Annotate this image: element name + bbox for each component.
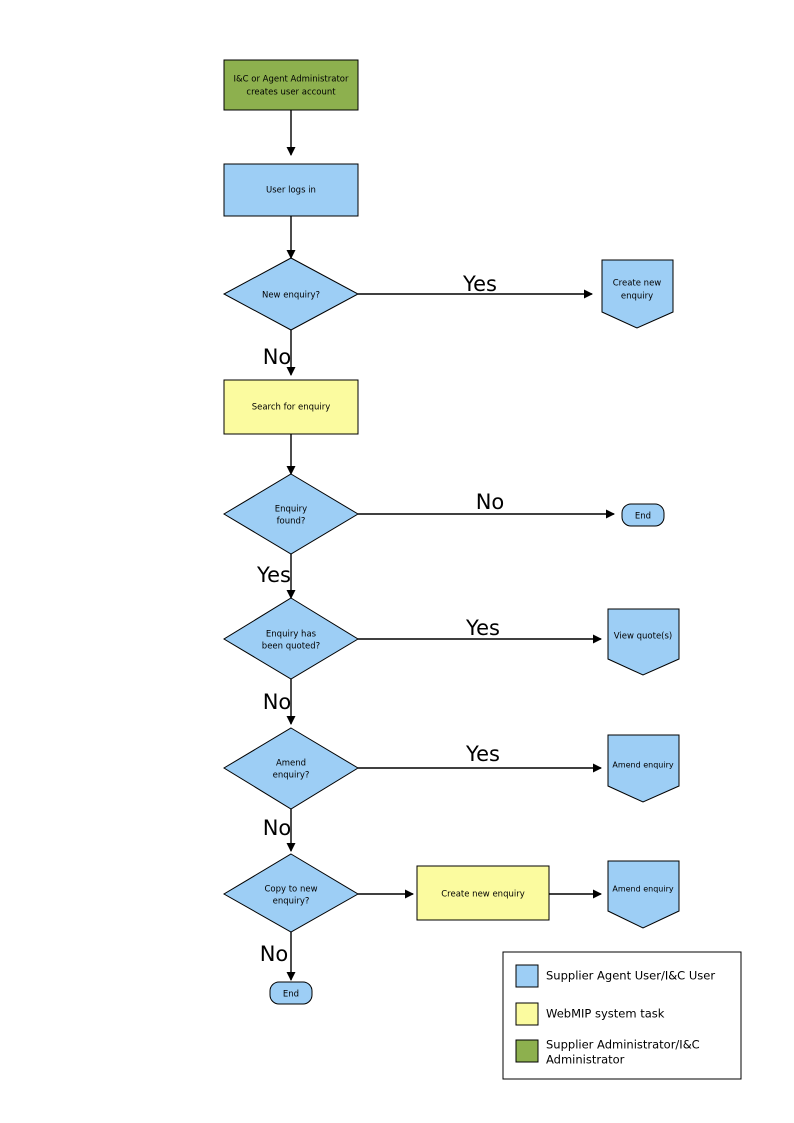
amend-enquiry-mid-shape	[607, 734, 680, 803]
search-for-enquiry-shape	[223, 379, 359, 435]
view-quotes-shape	[607, 608, 680, 676]
search-for-enquiry-label: Search for enquiry	[252, 403, 331, 413]
enquiry-found-question-label-2: found?	[277, 517, 306, 527]
end-copy-shape	[269, 981, 313, 1005]
amend-enquiry-bottom-label: Amend enquiry	[612, 885, 674, 894]
amend-enquiry-question-label-2: enquiry?	[273, 771, 310, 781]
node-create-new-enquiry-top[interactable]: Create new enquiry	[601, 259, 674, 329]
node-enquiry-quoted-question[interactable]: Enquiry has been quoted?	[223, 597, 359, 680]
legend-swatch-supplier-agent-user	[515, 964, 539, 988]
legend-label-supplier-administrator-2: Administrator	[546, 1053, 625, 1067]
node-end-not-found[interactable]: End	[621, 503, 665, 527]
end-not-found-shape	[621, 503, 665, 527]
new-enquiry-question-shape	[222, 257, 360, 331]
create-new-enquiry-top-label-2: enquiry	[621, 292, 653, 302]
node-search-for-enquiry[interactable]: Search for enquiry	[223, 379, 359, 435]
edge-label-enquiry-found-yes: Yes	[256, 563, 291, 587]
user-logs-in-label: User logs in	[266, 186, 316, 196]
edge-label-new-enquiry-yes: Yes	[462, 272, 497, 296]
amend-enquiry-bottom-shape	[607, 860, 680, 929]
amend-enquiry-question-shape	[223, 727, 359, 810]
legend-swatch-supplier-administrator	[515, 1039, 539, 1063]
edge-label-quoted-no: No	[263, 690, 292, 714]
copy-to-new-enquiry-question-label-1: Copy to new	[264, 885, 317, 895]
node-enquiry-found-question[interactable]: Enquiry found?	[223, 473, 359, 555]
admin-creates-account-shape	[223, 59, 359, 111]
view-quotes-label: View quote(s)	[614, 632, 672, 642]
edge-label-enquiry-found-no: No	[476, 490, 505, 514]
node-end-copy[interactable]: End	[269, 981, 313, 1005]
node-copy-to-new-enquiry-question[interactable]: Copy to new enquiry?	[223, 853, 359, 933]
admin-creates-account-label-1: I&C or Agent Administrator	[234, 75, 349, 85]
copy-to-new-enquiry-question-shape	[223, 853, 359, 933]
legend-label-supplier-agent-user: Supplier Agent User/I&C User	[546, 969, 715, 983]
node-user-logs-in[interactable]: User logs in	[223, 163, 359, 217]
edges	[286, 110, 615, 981]
enquiry-quoted-question-label-2: been quoted?	[262, 642, 320, 652]
user-logs-in-shape	[223, 163, 359, 217]
enquiry-found-question-label-1: Enquiry	[275, 505, 307, 515]
create-new-enquiry-top-label-1: Create new	[613, 279, 662, 289]
new-enquiry-question-label: New enquiry?	[262, 291, 320, 301]
edge-label-amend-no: No	[263, 816, 292, 840]
create-new-enquiry-top-shape	[601, 259, 674, 329]
node-admin-creates-account[interactable]: I&C or Agent Administrator creates user …	[223, 59, 359, 111]
legend: Supplier Agent User/I&C User WebMIP syst…	[502, 951, 742, 1080]
edge-label-new-enquiry-no: No	[263, 345, 292, 369]
legend-label-webmip-system-task: WebMIP system task	[546, 1007, 665, 1021]
node-new-enquiry-question[interactable]: New enquiry?	[222, 257, 360, 331]
end-copy-label: End	[283, 990, 299, 1000]
node-amend-enquiry-bottom[interactable]: Amend enquiry	[607, 860, 680, 929]
enquiry-quoted-question-shape	[223, 597, 359, 680]
amend-enquiry-mid-label: Amend enquiry	[612, 761, 674, 770]
legend-swatch-webmip-system-task	[515, 1002, 539, 1026]
node-amend-enquiry-question[interactable]: Amend enquiry?	[223, 727, 359, 810]
edge-labels: Yes No No Yes Yes No Yes No No	[256, 272, 504, 966]
create-new-enquiry-bottom-label: Create new enquiry	[441, 890, 525, 900]
admin-creates-account-label-2: creates user account	[246, 88, 336, 98]
copy-to-new-enquiry-question-label-2: enquiry?	[273, 897, 310, 907]
end-not-found-label: End	[635, 512, 651, 522]
create-new-enquiry-bottom-shape	[416, 865, 550, 921]
amend-enquiry-question-label-1: Amend	[276, 759, 306, 769]
legend-label-supplier-administrator-1: Supplier Administrator/I&C	[546, 1038, 700, 1052]
edge-label-copy-no: No	[260, 942, 289, 966]
legend-container	[502, 951, 742, 1080]
edge-label-quoted-yes: Yes	[465, 616, 500, 640]
node-amend-enquiry-mid[interactable]: Amend enquiry	[607, 734, 680, 803]
node-view-quotes[interactable]: View quote(s)	[607, 608, 680, 676]
enquiry-found-question-shape	[223, 473, 359, 555]
edge-label-amend-yes: Yes	[465, 742, 500, 766]
enquiry-quoted-question-label-1: Enquiry has	[266, 630, 317, 640]
node-create-new-enquiry-bottom[interactable]: Create new enquiry	[416, 865, 550, 921]
